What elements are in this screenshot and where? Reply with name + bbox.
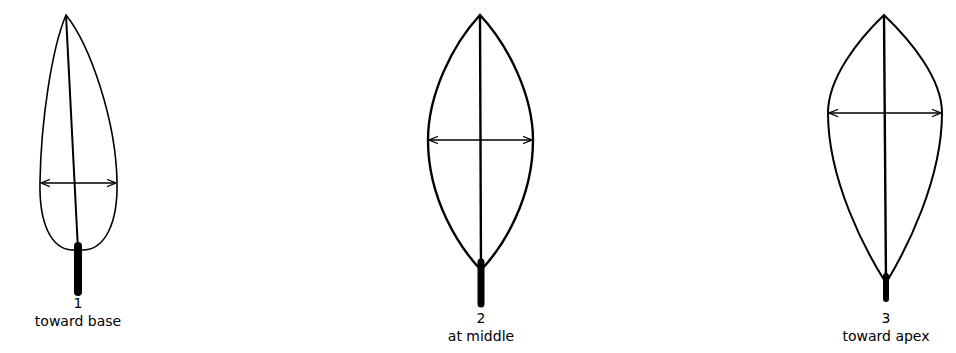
- leaf-apex-widest: [828, 15, 942, 299]
- label-slot: 1: [0, 294, 178, 312]
- leaf-middle-widest: [428, 15, 533, 304]
- figure-number: 3: [882, 310, 891, 326]
- figure-caption: toward apex: [842, 328, 929, 344]
- figure-number: 2: [477, 310, 486, 326]
- label-slot: 2: [381, 309, 581, 327]
- label-slot: 3: [786, 309, 956, 327]
- figure-caption: toward base: [35, 313, 121, 329]
- leaf-base-widest: [40, 15, 117, 292]
- figure-caption: at middle: [448, 328, 514, 344]
- label-slot: toward base: [0, 312, 178, 330]
- label-slot: toward apex: [786, 327, 956, 345]
- figure-number: 1: [74, 295, 83, 311]
- label-slot: at middle: [381, 327, 581, 345]
